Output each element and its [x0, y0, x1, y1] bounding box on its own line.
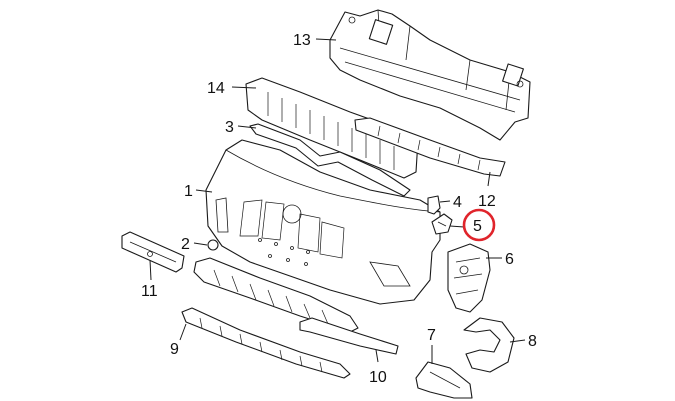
- callout-8: 8: [528, 333, 537, 350]
- leader-1: [195, 189, 213, 193]
- part-7-fog-bezel: [415, 361, 473, 399]
- part-14-upper-absorber: [245, 77, 419, 179]
- callout-4: 4: [453, 194, 462, 211]
- leader-12: [487, 171, 491, 187]
- callout-7: 7: [427, 327, 436, 344]
- part-lower-spoiler: [193, 257, 359, 333]
- leader-5: [449, 225, 465, 228]
- part-1-bumper-cover: [205, 139, 441, 305]
- callout-10: 10: [369, 369, 387, 386]
- callout-3: 3: [225, 119, 234, 136]
- part-11-license-plate-bracket: [121, 231, 185, 273]
- callout-13: 13: [293, 32, 311, 49]
- leader-13: [315, 38, 337, 41]
- leader-11: [149, 259, 152, 281]
- part-13-reinforcement-beam: [329, 9, 531, 141]
- callout-2: 2: [181, 236, 190, 253]
- leader-8: [509, 339, 526, 343]
- callout-9: 9: [170, 341, 179, 358]
- leader-9: [179, 323, 187, 341]
- part-12-absorber-strip: [354, 117, 506, 177]
- part-8-corner-trim: [463, 317, 515, 373]
- callout-5: 5: [473, 218, 482, 235]
- leader-14: [231, 86, 257, 89]
- callout-labels: 13 14 3 1 2 4 5 6 7 8 9 10 11 12: [141, 32, 537, 386]
- highlight-ring-callout-5: [462, 208, 496, 242]
- callout-12: 12: [478, 193, 496, 210]
- leader-10: [375, 349, 379, 363]
- callout-1: 1: [184, 183, 193, 200]
- part-9-lower-trim-strip: [181, 307, 351, 379]
- part-3-upper-trim: [249, 123, 411, 197]
- leader-2: [193, 242, 208, 246]
- part-2-plug: [207, 239, 219, 251]
- callout-14: 14: [207, 80, 225, 97]
- callout-11: 11: [141, 283, 158, 300]
- part-10-lower-strip: [299, 317, 399, 355]
- leader-4: [439, 200, 451, 203]
- callout-6: 6: [505, 251, 514, 268]
- part-4-bracket: [427, 195, 441, 215]
- leader-3: [237, 125, 257, 129]
- leader-lines: [149, 38, 526, 364]
- part-6-side-bracket: [447, 243, 491, 313]
